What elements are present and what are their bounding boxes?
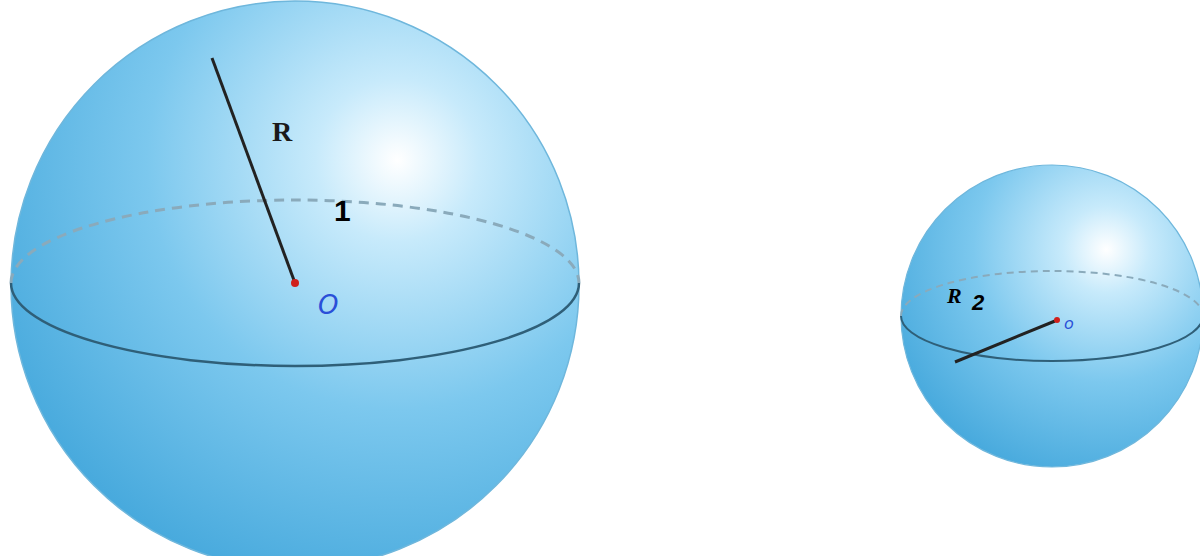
radius-label: R [272, 118, 292, 146]
large-sphere [11, 1, 579, 556]
center-point [291, 279, 299, 287]
radius-line [212, 58, 295, 283]
equator-front [901, 316, 1200, 361]
equator-back [901, 271, 1200, 316]
center-point [1054, 317, 1060, 323]
center-label: O [318, 292, 338, 318]
subscript-number: 2 [972, 292, 984, 314]
subscript-number: 1 [334, 196, 351, 226]
center-label: o [1064, 316, 1074, 332]
small-sphere [901, 165, 1200, 467]
radius-label: R [947, 285, 962, 307]
equator-back [11, 200, 579, 283]
radius-line [955, 321, 1055, 362]
equator-front [11, 283, 579, 366]
